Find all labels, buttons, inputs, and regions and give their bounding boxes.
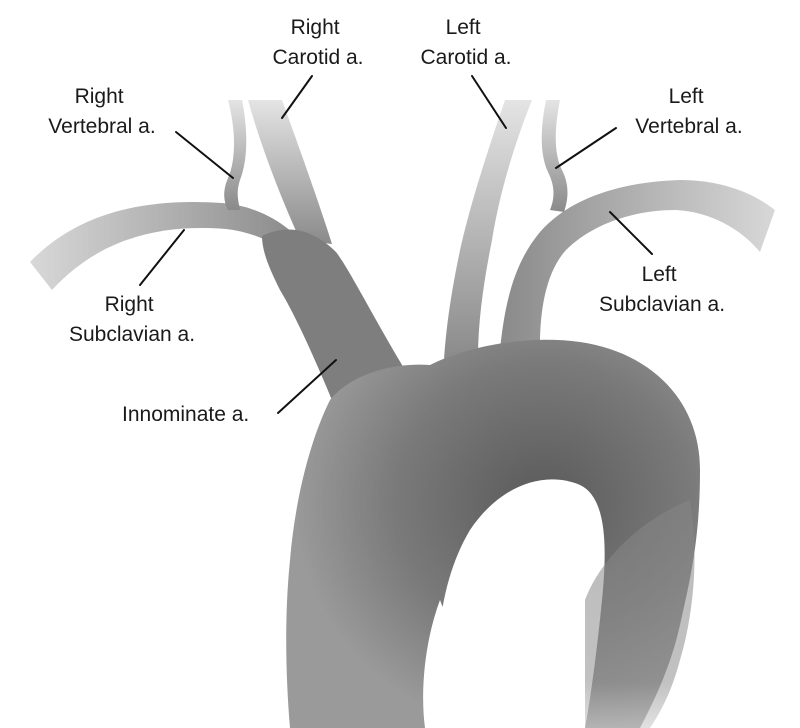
leader-left-vertebral <box>555 127 617 169</box>
descending-aorta <box>585 500 695 728</box>
label-right-vertebral: Right Vertebral a. <box>48 85 155 138</box>
leader-left-subclavian <box>609 211 653 255</box>
leader-right-carotid <box>281 75 313 119</box>
leader-right-subclavian <box>139 229 185 286</box>
label-left-vertebral: Left Vertebral a. <box>635 85 742 138</box>
label-left-subclavian: Left Subclavian a. <box>599 263 725 316</box>
left-subclavian-artery <box>500 180 775 350</box>
left-carotid-artery <box>444 100 532 360</box>
label-left-carotid: Left Carotid a. <box>420 16 511 69</box>
labels: Right Carotid a. Left Carotid a. Right V… <box>48 16 742 426</box>
label-right-subclavian: Right Subclavian a. <box>69 293 195 346</box>
right-subclavian-artery <box>30 201 300 290</box>
arch-inner-space <box>437 479 605 728</box>
vessels <box>30 100 775 728</box>
label-innominate: Innominate a. <box>122 403 249 426</box>
leader-innominate <box>277 359 337 414</box>
leader-left-carotid <box>471 75 507 129</box>
leader-right-vertebral <box>175 131 234 179</box>
leader-lines <box>139 75 653 414</box>
label-right-carotid: Right Carotid a. <box>272 16 363 69</box>
right-carotid-artery <box>248 100 332 244</box>
right-vertebral-artery <box>224 100 247 210</box>
left-vertebral-artery <box>541 100 568 212</box>
